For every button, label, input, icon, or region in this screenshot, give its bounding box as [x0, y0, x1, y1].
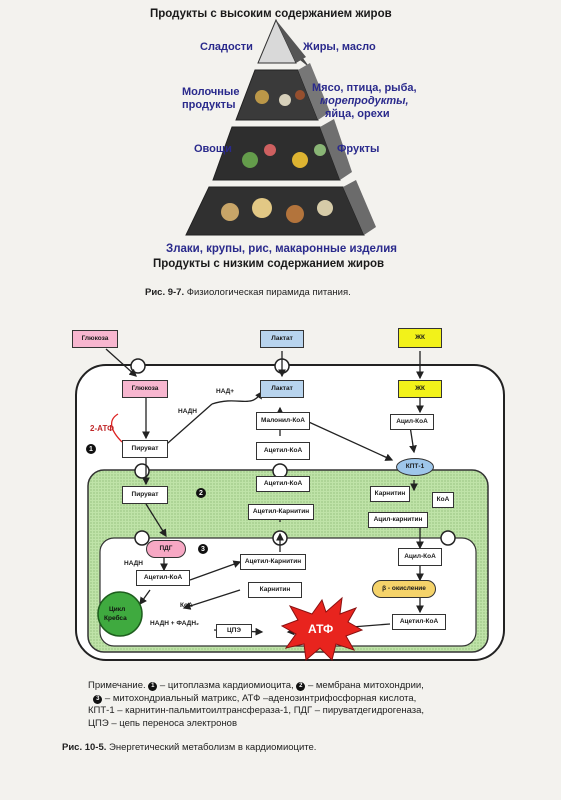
nadh-label-1: НАДН — [178, 408, 197, 415]
pyruvate-cytoplasm: Пируват — [122, 440, 168, 458]
coa-mito: КоА — [432, 492, 454, 508]
marker-2: 2 — [196, 488, 206, 498]
label-dairy-2: продукты — [182, 99, 236, 111]
etc-box: ЦПЭ — [216, 624, 252, 638]
label-sweets: Сладости — [200, 41, 253, 53]
krebs-cycle-label-1: Цикл — [109, 606, 126, 613]
pyruvate-mito: Пируват — [122, 486, 168, 504]
figure-caption-2: Рис. 10-5. Энергетический метаболизм в к… — [62, 742, 317, 753]
label-dairy-1: Молочные — [182, 86, 240, 98]
carnitine-matrix: Карнитин — [248, 582, 302, 598]
cpt1-enzyme: КПТ-1 — [396, 458, 434, 476]
pyramid-top-title: Продукты с высоким содержанием жиров — [150, 8, 392, 20]
food-images — [221, 90, 333, 223]
atp-label: АТФ — [308, 622, 334, 636]
lactate-cytoplasm: Лактат — [260, 380, 304, 398]
food-pyramid — [185, 18, 376, 236]
diagram-note: Примечание. 1 – цитоплазма кардиомиоцита… — [88, 680, 425, 729]
pyramid-bottom-title: Продукты с низким содержанием жиров — [153, 258, 385, 270]
nad-plus-label: НАД+ — [216, 388, 235, 395]
label-meat-3: яйца, орехи — [325, 108, 390, 120]
acetyl-coa-cytoplasm: Ацетил-КоА — [256, 442, 310, 460]
label-vegetables: Овощи — [194, 143, 232, 155]
glucose-extracellular: Глюкоза — [72, 330, 118, 348]
malonyl-coa: Малонил-КоА — [256, 412, 310, 430]
acetyl-coa-matrix-2: Ацетил-КоА — [392, 614, 446, 630]
marker-1: 1 — [86, 444, 96, 454]
coa-matrix-label: КоА — [180, 602, 193, 609]
atp-2-label: 2-АТФ — [90, 424, 114, 433]
lactate-extracellular: Лактат — [260, 330, 304, 348]
acyl-coa-matrix: Ацил-КоА — [398, 548, 442, 566]
acetyl-coa-mito: Ацетил-КоА — [256, 476, 310, 492]
fa-cytoplasm: ЖК — [398, 380, 442, 398]
acetyl-carnitine-mito: Ацетил-Карнитин — [248, 504, 314, 520]
glucose-cytoplasm: Глюкоза — [122, 380, 168, 398]
label-meat-1: Мясо, птица, рыба, — [312, 82, 417, 94]
atp-star — [280, 596, 364, 661]
beta-oxidation: β - окисление — [372, 580, 436, 598]
label-grains: Злаки, крупы, рис, макаронные изделия — [166, 243, 398, 255]
nadh-label-2: НАДН — [124, 560, 143, 567]
nadh-fadh2-label: НАДН + ФАДН₂ — [150, 620, 199, 627]
label-meat-2: морепродукты, — [320, 95, 409, 107]
acetyl-carnitine-matrix: Ацетил-Карнитин — [240, 554, 306, 570]
carnitine-mito: Карнитин — [370, 486, 410, 502]
marker-3: 3 — [198, 544, 208, 554]
krebs-cycle-label-2: Кребса — [104, 615, 127, 622]
krebs-cycle-circle — [97, 591, 143, 637]
acyl-carnitine: Ацил-карнитин — [368, 512, 428, 528]
figure-caption-1: Рис. 9-7. Физиологическая пирамида питан… — [145, 287, 351, 298]
acetyl-coa-matrix: Ацетил-КоА — [136, 570, 190, 586]
label-fats: Жиры, масло — [303, 41, 376, 53]
fa-extracellular: ЖК — [398, 328, 442, 348]
label-fruits: Фрукты — [337, 143, 380, 155]
acyl-coa-cytoplasm: Ацил-КоА — [390, 414, 434, 430]
pdh-enzyme: ПДГ — [146, 540, 186, 558]
